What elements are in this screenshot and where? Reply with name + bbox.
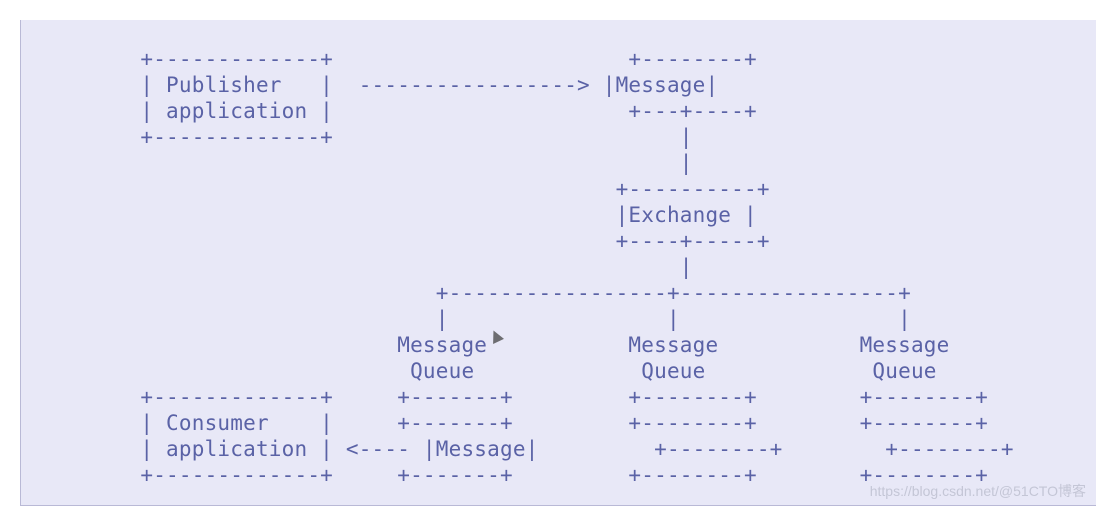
publisher-box-line2: | application | +---+----+ xyxy=(89,99,757,123)
exchange-box-bottom: +----+-----+ xyxy=(89,229,770,253)
fanout-bus: +-----------------+-----------------+ xyxy=(89,281,911,305)
consumer-box-bottom: +-------------+ +-------+ +--------+ +--… xyxy=(89,463,989,487)
consumer-box-line2: | application | <---- |Message| +-------… xyxy=(89,437,1014,461)
diagram-frame: +-------------+ +--------+ | Publisher |… xyxy=(20,20,1096,506)
queue-labels-line2: Queue Queue Queue xyxy=(89,359,937,383)
consumer-box-top: +-------------+ +-------+ +--------+ +--… xyxy=(89,385,989,409)
connector-2: | xyxy=(89,255,693,279)
fanout-drops: | | | xyxy=(89,307,911,331)
watermark: https://blog.csdn.net/@51CTO博客 xyxy=(869,483,1086,499)
exchange-box-label: |Exchange | xyxy=(89,203,757,227)
publisher-box-line1: | Publisher | -----------------> |Messag… xyxy=(89,73,719,97)
queue-labels-line1: Message Message Message xyxy=(89,333,950,357)
publisher-box-top: +-------------+ +--------+ xyxy=(89,47,757,71)
exchange-box-top: +----------+ xyxy=(89,177,770,201)
publisher-box-bottom: +-------------+ | xyxy=(89,125,693,149)
connector-1: | xyxy=(89,151,693,175)
consumer-box-line1: | Consumer | +-------+ +--------+ +-----… xyxy=(89,411,989,435)
